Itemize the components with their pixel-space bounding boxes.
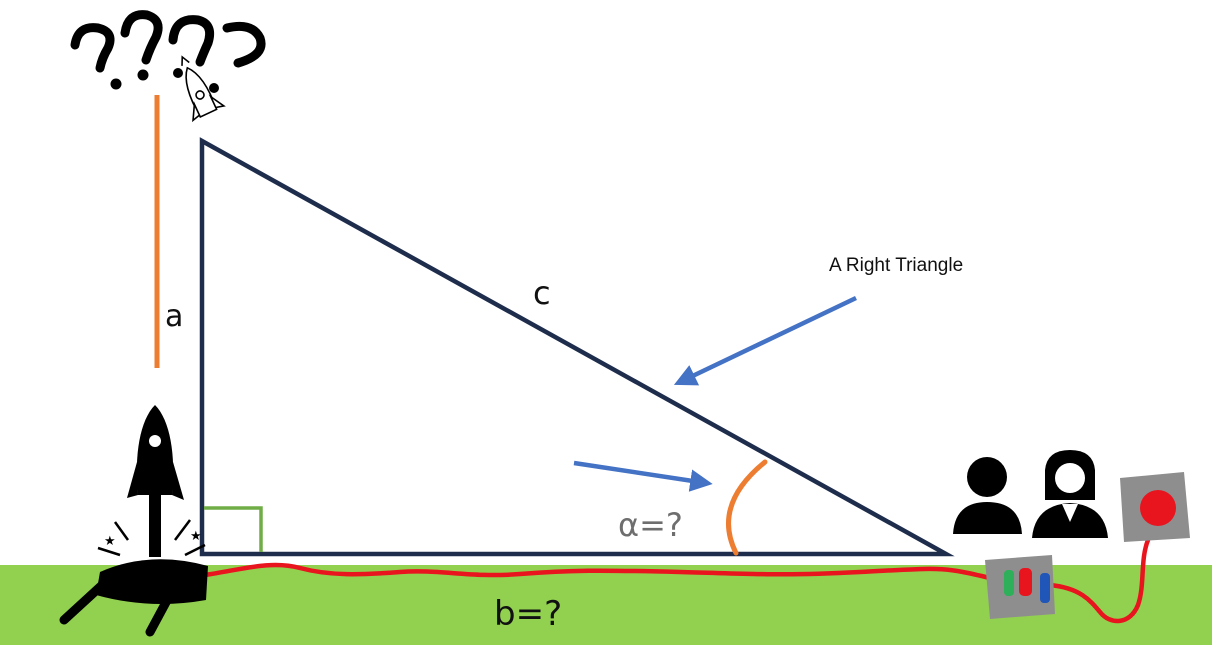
- right-triangle: [199, 137, 955, 557]
- angle-arrow: [573, 460, 713, 492]
- right-angle-marker: [204, 506, 263, 552]
- caption-label: A Right Triangle: [829, 255, 963, 276]
- question-dots: [110, 68, 219, 93]
- rocket-on-launchpad-icon: ★ ★: [59, 405, 208, 637]
- people-icon: [953, 450, 1108, 538]
- launch-wire: [202, 537, 1151, 624]
- caption-arrow: [673, 295, 857, 386]
- rocket-in-flight-icon: [181, 55, 226, 123]
- question-marks-icon: [70, 10, 266, 73]
- control-box-icon: [985, 555, 1055, 619]
- launch-button-icon: [1120, 472, 1190, 542]
- side-a-label: a: [165, 299, 183, 334]
- side-b-label: b=?: [494, 594, 562, 634]
- svg-text:★: ★: [104, 534, 116, 549]
- angle-alpha-label: α=?: [618, 506, 683, 544]
- angle-alpha-arc: [726, 459, 768, 556]
- side-c-label: c: [533, 274, 551, 312]
- svg-text:★: ★: [190, 529, 202, 544]
